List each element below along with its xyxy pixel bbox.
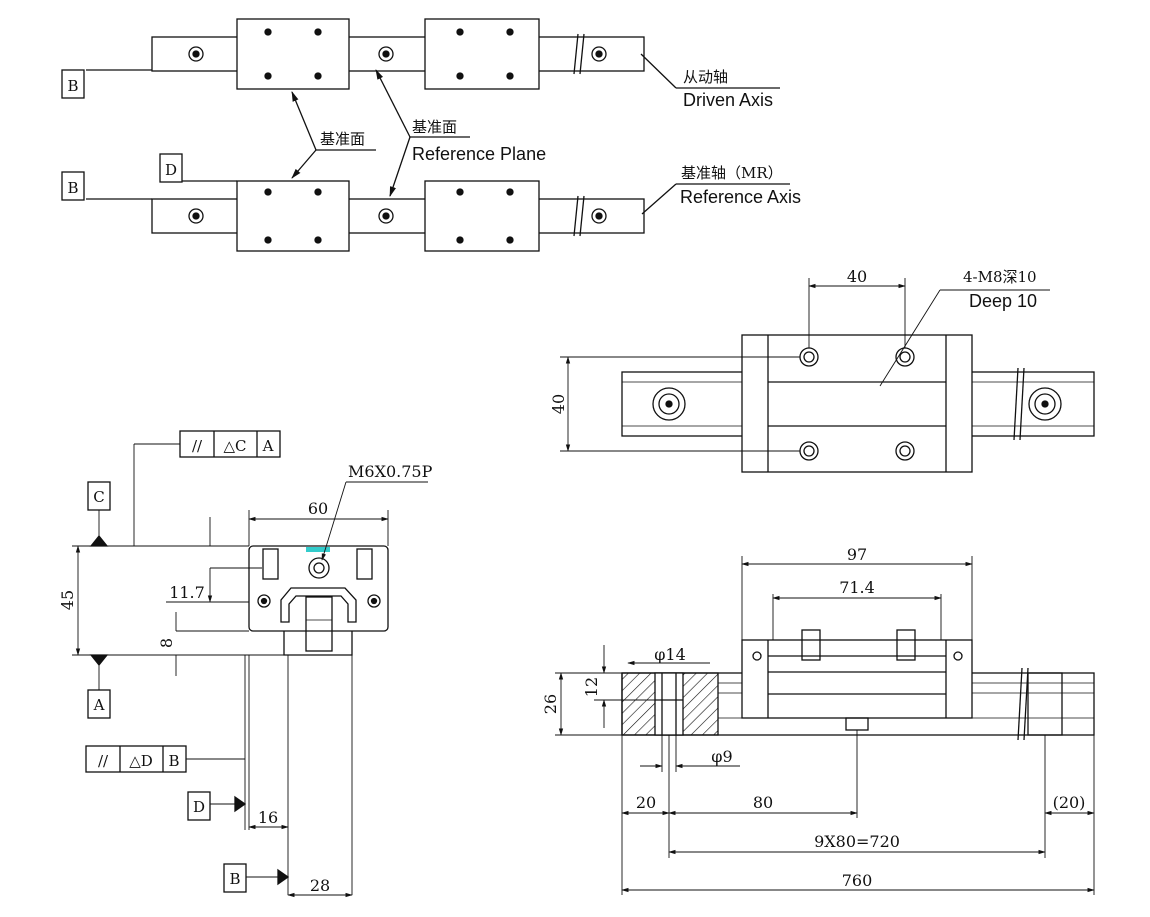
tol-top-datum: A bbox=[262, 437, 274, 455]
plan-thread-en: Deep 10 bbox=[969, 291, 1037, 311]
side-dim-12: 12 bbox=[582, 677, 601, 697]
side-dim-760: 760 bbox=[842, 871, 873, 890]
ref-plane-en: Reference Plane bbox=[412, 144, 546, 164]
side-view-labels: 97 71.4 φ14 12 26 φ9 20 80 (20) 9X80=720… bbox=[541, 545, 1085, 890]
front-view bbox=[72, 430, 428, 898]
ref-plane-cn-1: 基准面 bbox=[320, 130, 365, 148]
side-dim-pitch: 9X80=720 bbox=[814, 832, 900, 851]
tol-top-tri: △C bbox=[223, 437, 246, 455]
front-dim-60: 60 bbox=[308, 499, 328, 518]
side-dim-26: 26 bbox=[541, 694, 560, 714]
driven-rail bbox=[86, 18, 645, 90]
reference-rail bbox=[86, 180, 645, 252]
side-dim-71-4: 71.4 bbox=[839, 578, 875, 597]
datum-b-upper-box bbox=[61, 69, 85, 99]
datum-a: A bbox=[93, 696, 105, 714]
datum-c: C bbox=[93, 488, 104, 506]
tol-top-symbol: // bbox=[192, 437, 203, 455]
datum-b-lower-box bbox=[61, 171, 85, 201]
datum-d: D bbox=[165, 161, 177, 179]
ref-axis-cn: 基准轴（MR） bbox=[681, 164, 783, 182]
plan-view bbox=[560, 278, 1095, 473]
side-dim-phi9: φ9 bbox=[711, 747, 732, 766]
side-dim-20-ref: (20) bbox=[1053, 793, 1086, 812]
ref-axis-en: Reference Axis bbox=[680, 187, 801, 207]
side-dim-97: 97 bbox=[847, 545, 867, 564]
datum-b-front: B bbox=[229, 870, 240, 888]
front-dim-8: 8 bbox=[157, 638, 176, 648]
thread-spec: M6X0.75P bbox=[348, 462, 433, 481]
front-dim-45: 45 bbox=[58, 590, 77, 610]
side-dim-80: 80 bbox=[753, 793, 773, 812]
front-view-labels: // △C A C A M6X0.75P 60 45 11.7 8 // △D … bbox=[58, 437, 433, 895]
plan-dim-40-v: 40 bbox=[549, 394, 568, 414]
ref-plane-cn-2: 基准面 bbox=[412, 118, 457, 136]
datum-d-box bbox=[159, 153, 183, 183]
tol-bottom-symbol: // bbox=[98, 752, 109, 770]
plan-thread-cn: 4-M8深10 bbox=[963, 268, 1037, 286]
plan-dim-40-h: 40 bbox=[847, 267, 867, 286]
front-dim-11-7: 11.7 bbox=[169, 583, 205, 602]
side-dim-20: 20 bbox=[636, 793, 656, 812]
datum-b-lower: B bbox=[67, 179, 78, 197]
datum-b-upper: B bbox=[67, 77, 78, 95]
driven-axis-cn: 从动轴 bbox=[683, 68, 728, 86]
side-dim-phi14: φ14 bbox=[654, 645, 686, 664]
top-arrangement bbox=[61, 18, 790, 252]
datum-d-front: D bbox=[193, 798, 205, 816]
tol-bottom-tri: △D bbox=[129, 752, 153, 770]
side-view bbox=[555, 556, 1095, 895]
front-dim-28: 28 bbox=[310, 876, 330, 895]
front-dim-16: 16 bbox=[258, 808, 278, 827]
tol-bottom-datum: B bbox=[168, 752, 179, 770]
driven-axis-en: Driven Axis bbox=[683, 90, 773, 110]
